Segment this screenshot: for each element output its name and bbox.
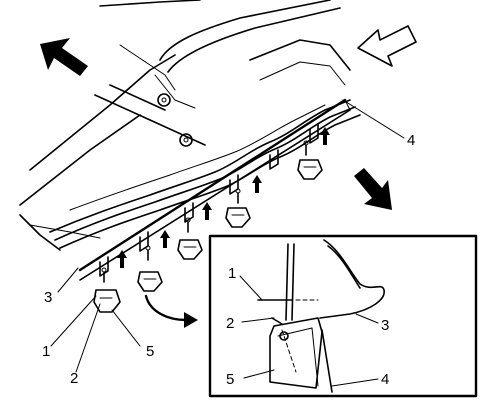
detail-inset bbox=[208, 234, 478, 398]
down-right-arrow-icon bbox=[354, 168, 392, 210]
clip-2 bbox=[137, 271, 163, 292]
main-callout-5: 5 bbox=[146, 343, 154, 360]
main-callout-2: 2 bbox=[70, 370, 78, 387]
main-callout-4: 4 bbox=[407, 132, 415, 149]
detail-leaders bbox=[239, 275, 379, 387]
clip-3 bbox=[177, 239, 203, 260]
clip-1 bbox=[93, 289, 121, 313]
main-callout-3: 3 bbox=[44, 289, 52, 306]
main-callout-1: 1 bbox=[42, 343, 50, 360]
detail-callout-4: 4 bbox=[381, 371, 389, 388]
detail-callout-2: 2 bbox=[226, 315, 234, 332]
detail-callout-5: 5 bbox=[226, 371, 234, 388]
main-leaders bbox=[50, 99, 405, 373]
clip-4 bbox=[225, 207, 251, 228]
up-left-arrow-icon bbox=[40, 38, 88, 76]
left-hollow-arrow-icon bbox=[357, 25, 417, 67]
screw-icon bbox=[101, 140, 309, 283]
clip-5 bbox=[297, 159, 323, 180]
underbody-outline bbox=[19, 0, 351, 251]
detail-callout-3: 3 bbox=[381, 317, 389, 334]
retainer-clips bbox=[93, 127, 330, 313]
detail-callout-1: 1 bbox=[228, 265, 236, 282]
curved-arrow-icon bbox=[144, 294, 198, 328]
fuel-lines bbox=[49, 99, 361, 249]
up-arrow-icon bbox=[117, 127, 330, 268]
